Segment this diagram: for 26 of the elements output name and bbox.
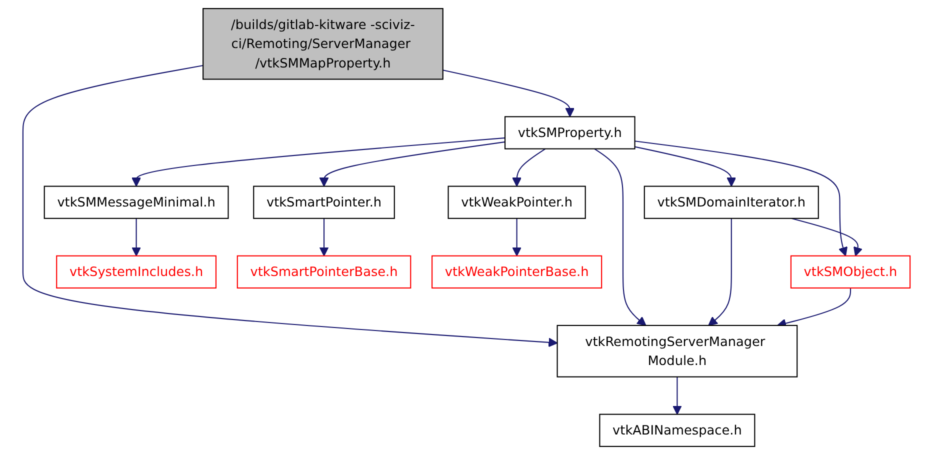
node-box: vtkWeakPointerBase.h xyxy=(432,255,602,289)
node-box: vtkSmartPointer.h xyxy=(253,186,395,219)
arrow xyxy=(672,376,682,415)
node-box: vtkSMObject.h xyxy=(790,255,911,289)
node-box: vtkSmartPointerBase.h xyxy=(236,255,412,289)
arrow xyxy=(22,64,558,348)
node-box: vtkSystemIncludes.h xyxy=(56,255,217,289)
node-box: vtkABINamespace.h xyxy=(599,414,756,447)
arrow xyxy=(512,218,522,256)
node-box: vtkSMProperty.h xyxy=(504,116,636,150)
arrow xyxy=(634,146,736,187)
node-box: vtkSMDomainIterator.h xyxy=(644,186,819,219)
arrow xyxy=(594,148,646,326)
arrow xyxy=(319,218,329,256)
node-box: vtkSMMessageMinimal.h xyxy=(44,186,229,219)
arrow xyxy=(791,218,862,256)
node-box: vtkWeakPointer.h xyxy=(448,186,586,219)
arrow xyxy=(512,148,546,187)
arrow xyxy=(319,141,506,187)
arrow xyxy=(634,140,848,256)
arrow xyxy=(708,218,732,326)
arrow xyxy=(132,218,141,256)
node-box: /builds/gitlab-kitware -sciviz-ci/Remoting/ServerManager /vtkSMMapProperty.h xyxy=(202,8,444,80)
arrow xyxy=(442,70,575,118)
node-box: vtkRemotingServerManager Module.h xyxy=(556,324,798,378)
arrow xyxy=(132,137,506,187)
